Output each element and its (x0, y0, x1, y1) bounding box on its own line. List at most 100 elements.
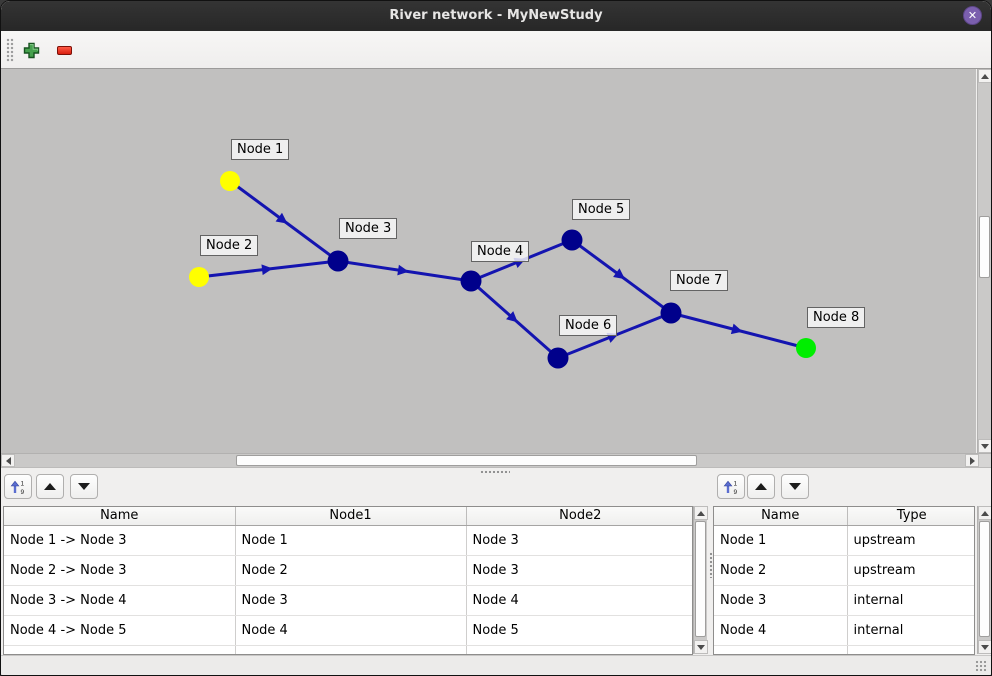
diagram-horizontal-scrollbar[interactable] (1, 453, 979, 467)
scroll-up-arrow[interactable] (978, 506, 991, 520)
table-cell[interactable] (235, 645, 467, 654)
node-label[interactable]: Node 1 (231, 139, 290, 160)
river-edge[interactable] (571, 238, 672, 315)
column-header-node1[interactable]: Node1 (235, 507, 467, 526)
river-edge[interactable] (198, 259, 339, 279)
scroll-right-arrow[interactable] (965, 454, 979, 467)
pane-splitter[interactable] (707, 474, 713, 655)
titlebar[interactable]: River network - MyNewStudy ✕ (1, 1, 991, 31)
node-label[interactable]: Node 3 (339, 218, 398, 239)
table-cell[interactable] (466, 645, 692, 654)
status-bar (1, 655, 991, 675)
edges-sort-button[interactable]: 1 9 (4, 474, 32, 499)
svg-text:9: 9 (734, 489, 738, 495)
table-cell[interactable]: Node 3 (466, 525, 692, 556)
nodes-move-down-button[interactable] (781, 474, 809, 499)
network-canvas[interactable]: Node 1 Node 2 Node 3 Node 4 Node 5 Node 6 Node… (1, 69, 976, 453)
scroll-down-arrow[interactable] (978, 439, 991, 453)
river-edge[interactable] (229, 179, 339, 263)
column-header-name[interactable]: Name (714, 507, 848, 526)
column-header-node2[interactable]: Node2 (466, 507, 692, 526)
river-node[interactable] (796, 338, 816, 358)
table-cell[interactable]: internal (847, 585, 974, 616)
table-cell[interactable]: Node 2 (235, 555, 467, 586)
scroll-thumb[interactable] (979, 216, 990, 278)
add-button[interactable] (19, 39, 43, 61)
table-cell[interactable]: upstream (847, 555, 974, 586)
table-cell[interactable]: Node 4 (235, 615, 467, 646)
river-node[interactable] (220, 171, 240, 191)
table-cell[interactable]: Node 2 -> Node 3 (4, 555, 236, 586)
diagram-vertical-scrollbar[interactable] (977, 69, 991, 453)
river-node[interactable] (660, 302, 682, 324)
main-toolbar (1, 31, 991, 69)
node-label[interactable]: Node 5 (572, 199, 631, 220)
column-header-name[interactable]: Name (4, 507, 236, 526)
table-cell[interactable]: Node 3 -> Node 4 (4, 585, 236, 616)
scroll-left-arrow[interactable] (1, 454, 15, 467)
node-label[interactable]: Node 8 (807, 307, 866, 328)
table-cell[interactable]: Node 1 (714, 525, 848, 556)
table-cell[interactable]: Node 4 (466, 585, 692, 616)
scroll-down-arrow[interactable] (978, 640, 991, 654)
table-cell[interactable]: internal (847, 615, 974, 646)
table-cell[interactable]: Node 3 (466, 555, 692, 586)
table-cell[interactable]: upstream (847, 525, 974, 556)
river-node[interactable] (460, 270, 482, 292)
table-cell[interactable]: Node 4 (714, 615, 848, 646)
table-cell[interactable]: Node 4 -> Node 5 (4, 615, 236, 646)
table-cell[interactable]: Node 5 (466, 615, 692, 646)
scroll-thumb[interactable] (979, 521, 990, 637)
remove-button[interactable] (52, 39, 76, 61)
river-node[interactable] (189, 267, 209, 287)
column-header-type[interactable]: Type (847, 507, 974, 526)
node-label[interactable]: Node 7 (670, 270, 729, 291)
river-node[interactable] (547, 347, 569, 369)
node-label[interactable]: Node 4 (471, 241, 530, 262)
triangle-up-icon (981, 73, 989, 79)
resize-grip[interactable] (975, 660, 988, 673)
table-cell[interactable]: Node 1 (235, 525, 467, 556)
triangle-right-icon (969, 456, 975, 465)
river-edge[interactable] (337, 259, 472, 283)
table-cell[interactable]: Node 3 (714, 585, 848, 616)
table-cell[interactable] (4, 645, 236, 654)
scroll-down-arrow[interactable] (694, 640, 708, 654)
node-label[interactable]: Node 2 (200, 235, 259, 256)
table-row[interactable] (714, 645, 974, 654)
table-cell[interactable] (847, 645, 974, 654)
scroll-up-arrow[interactable] (978, 69, 991, 83)
close-button[interactable]: ✕ (963, 6, 982, 25)
table-cell[interactable] (714, 645, 848, 654)
table-cell[interactable]: Node 1 -> Node 3 (4, 525, 236, 556)
nodes-move-up-button[interactable] (747, 474, 775, 499)
scroll-up-arrow[interactable] (694, 506, 708, 520)
triangle-up-icon (981, 510, 989, 516)
edges-move-down-button[interactable] (70, 474, 98, 499)
river-node[interactable] (327, 250, 349, 272)
river-node[interactable] (561, 229, 583, 251)
table-row[interactable] (4, 645, 692, 654)
scroll-thumb[interactable] (695, 521, 706, 637)
river-edge[interactable] (670, 311, 807, 350)
toolbar-drag-handle[interactable] (6, 38, 14, 62)
table-cell[interactable]: Node 3 (235, 585, 467, 616)
edges-table-scrollbar[interactable] (693, 506, 708, 654)
table-cell[interactable]: Node 2 (714, 555, 848, 586)
edges-move-up-button[interactable] (36, 474, 64, 499)
scroll-thumb[interactable] (236, 455, 697, 466)
horizontal-splitter[interactable] (1, 467, 991, 474)
nodes-sort-button[interactable]: 1 9 (717, 474, 745, 499)
table-header-row: Name Node1 Node2 (4, 507, 692, 526)
river-edge[interactable] (470, 279, 559, 360)
nodes-table-scrollbar[interactable] (977, 506, 991, 654)
node-label[interactable]: Node 6 (559, 315, 618, 336)
